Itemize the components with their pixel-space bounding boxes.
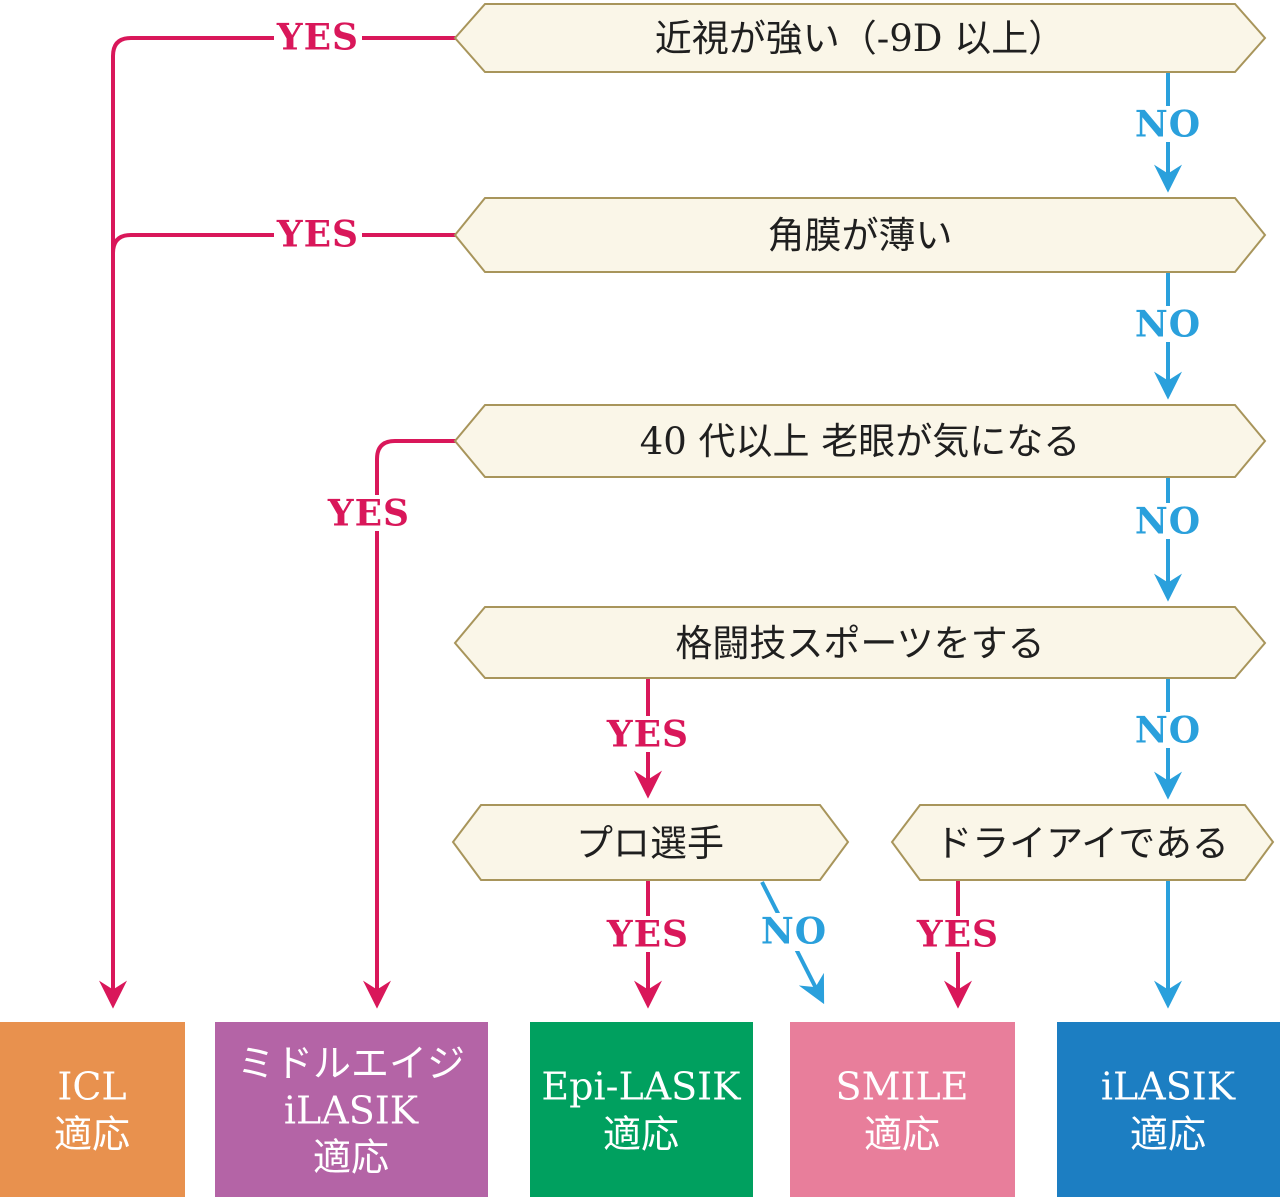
no-text: NO: [1135, 710, 1201, 752]
outcome-box-smile: SMILE 適応: [790, 1022, 1015, 1197]
question-node-strong-myopia: 近視が強い（-9D 以上）: [453, 3, 1267, 73]
outcome-box-ilasik: iLASIK 適応: [1057, 1022, 1280, 1197]
question-label: 40 代以上 老眼が気になる: [640, 420, 1081, 463]
question-node-pro-athlete: プロ選手: [451, 804, 850, 881]
outcome-box-epi-lasik: Epi-LASIK 適応: [530, 1022, 753, 1197]
label-backdrop: [1131, 503, 1205, 539]
hexagon-shape: [453, 606, 1267, 679]
question-node-combat-sports: 格闘技スポーツをする: [453, 606, 1267, 679]
yes-text: YES: [916, 914, 999, 956]
yes-text: YES: [606, 714, 689, 756]
hexagon-shape: [890, 804, 1275, 881]
label-backdrop: [1131, 712, 1205, 748]
label-backdrop: [274, 217, 362, 252]
no-label-q1: NO: [1131, 104, 1205, 146]
outcome-line: ミドルエイジ: [237, 1041, 465, 1085]
yes-label-q4: YES: [604, 714, 692, 756]
yes-connector-q3-to-middle-age: [363, 439, 457, 1009]
outcome-line: 適応: [603, 1112, 679, 1156]
outcome-rect: [215, 1022, 488, 1197]
outcome-line: iLASIK: [1101, 1064, 1236, 1108]
question-label: 格闘技スポーツをする: [675, 622, 1044, 665]
label-backdrop: [757, 913, 831, 951]
yes-text: YES: [327, 493, 410, 535]
outcome-line: 適応: [864, 1112, 940, 1156]
hexagon-shape: [453, 3, 1267, 73]
label-backdrop: [604, 716, 692, 752]
yes-label-q3: YES: [325, 493, 413, 535]
yes-label-q2: YES: [274, 214, 362, 256]
outcome-rect: [1057, 1022, 1280, 1197]
label-backdrop: [1131, 106, 1205, 142]
no-label-q2: NO: [1131, 304, 1205, 346]
outcome-line: SMILE: [836, 1064, 969, 1108]
label-backdrop: [914, 916, 1002, 952]
outcome-rect: [790, 1022, 1015, 1197]
hexagon-shape: [453, 404, 1267, 478]
question-label: 角膜が薄い: [768, 214, 953, 257]
hexagon-shape: [451, 804, 850, 881]
no-label-q5: NO: [757, 911, 831, 953]
hexagon-shape: [453, 197, 1267, 273]
outcome-line: Epi-LASIK: [541, 1064, 741, 1108]
yes-connector-q2-join-rail: [111, 233, 457, 272]
question-node-thin-cornea: 角膜が薄い: [453, 197, 1267, 273]
question-label: プロ選手: [576, 822, 724, 865]
question-label: 近視が強い（-9D 以上）: [655, 17, 1065, 60]
no-label-q4: NO: [1131, 710, 1205, 752]
outcome-line: 適応: [54, 1112, 130, 1156]
no-text: NO: [761, 911, 827, 953]
label-backdrop: [1131, 306, 1205, 342]
outcome-line: iLASIK: [284, 1088, 419, 1132]
outcome-rect: [0, 1022, 185, 1197]
no-text: NO: [1135, 501, 1201, 543]
yes-label-q5: YES: [604, 914, 692, 956]
yes-label-q1: YES: [274, 17, 362, 59]
outcome-rect: [530, 1022, 753, 1197]
yes-connector-q1-to-icl: [99, 36, 457, 1009]
yes-label-q6: YES: [914, 914, 1002, 956]
question-label: ドライアイである: [935, 822, 1229, 865]
label-backdrop: [604, 916, 692, 952]
outcome-box-icl: ICL 適応: [0, 1022, 185, 1197]
outcome-box-middle-age-ilasik: ミドルエイジ iLASIK 適応: [215, 1022, 488, 1197]
yes-text: YES: [276, 17, 359, 59]
question-node-over-40-presbyopia: 40 代以上 老眼が気になる: [453, 404, 1267, 478]
outcome-line: ICL: [57, 1064, 126, 1108]
no-label-q3: NO: [1131, 501, 1205, 543]
question-node-dry-eye: ドライアイである: [890, 804, 1275, 881]
outcome-line: 適応: [1130, 1112, 1206, 1156]
yes-text: YES: [276, 214, 359, 256]
no-text: NO: [1135, 104, 1201, 146]
outcome-line: 適応: [313, 1135, 389, 1179]
label-backdrop: [274, 20, 362, 55]
yes-text: YES: [606, 914, 689, 956]
no-text: NO: [1135, 304, 1201, 346]
label-backdrop: [325, 495, 413, 531]
